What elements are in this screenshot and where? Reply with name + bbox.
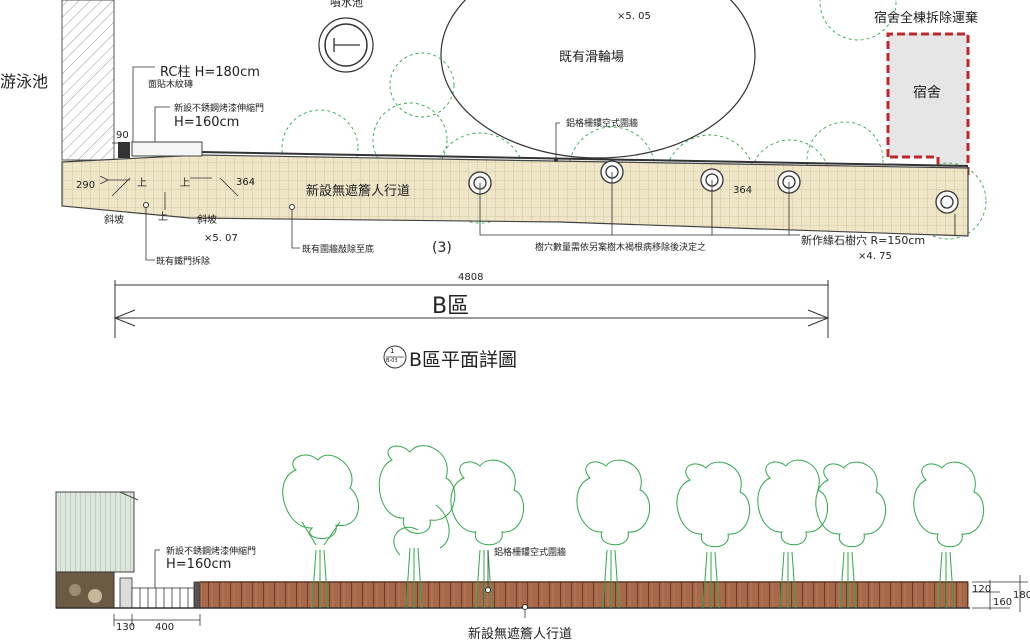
dim-400: 400 (155, 622, 175, 633)
new-pit-label: 新作緣石樹穴 R=150cm (801, 234, 926, 247)
elevation-building (55, 491, 139, 609)
plan-leaders (108, 66, 800, 261)
section-number: (3) (432, 240, 452, 256)
title-symbol (383, 345, 407, 369)
zone-label: B區 (432, 294, 470, 319)
x507-label: ×5. 07 (204, 233, 238, 244)
dim-290: 290 (76, 180, 96, 191)
tree-note-label: 樹穴數量需依另案樹木褐根病移除後決定之 (535, 243, 707, 253)
elevation-leaders (113, 549, 1028, 626)
title-ref: B-03 (386, 358, 398, 364)
dim-160: 160 (993, 597, 1013, 608)
rc-column (118, 142, 130, 158)
dim-364a: 364 (236, 177, 256, 188)
dimension-line-4808 (113, 280, 830, 338)
walkway-paving (61, 154, 969, 237)
elevation-trees (282, 445, 984, 609)
up-label-3: 上 (158, 212, 168, 223)
plan-fence-line (199, 151, 969, 167)
elev-gate-title: 新設不銹鋼烤漆伸縮門 (166, 547, 257, 557)
remove-gate-label: 既有鐵門拆除 (156, 257, 211, 267)
fountain-symbol (318, 17, 374, 73)
title-number: 1 (390, 347, 395, 355)
dim-90: 90 (116, 130, 129, 141)
walkway-label: 新設無遮簷人行道 (306, 184, 411, 199)
up-label-1: 上 (137, 178, 147, 189)
gate-height-label: H=160cm (174, 115, 240, 130)
dim-364b: 364 (733, 185, 753, 196)
existing-wall (61, 0, 115, 161)
rc-column-label: RC柱 H=180cm (160, 65, 260, 80)
elevation-fence (199, 581, 969, 609)
dim-120: 120 (972, 584, 992, 595)
pool-label: 游泳池 (0, 72, 49, 91)
plan-gate (131, 141, 203, 157)
ramp-label-1: 斜坡 (104, 215, 124, 226)
drawing-title: B區平面詳圖 (409, 349, 518, 371)
elev-fence-label: 鋁格柵鏤空式圍牆 (494, 548, 567, 558)
dorm-demolish-label: 宿舍全棟拆除運棄 (874, 11, 979, 26)
up-label-2: 上 (180, 178, 190, 189)
dorm-label: 宿舍 (913, 85, 941, 101)
remove-wall-label: 既有圍牆敲除至底 (302, 245, 375, 255)
ramp-label-2: 斜坡 (197, 215, 217, 226)
x475-label: ×4. 75 (858, 251, 892, 262)
elev-walkway-label: 新設無遮簷人行道 (468, 627, 573, 642)
fence-label: 鋁格柵鏤空式圍牆 (566, 119, 639, 129)
gate-title-label: 新設不銹鋼烤漆伸縮門 (174, 104, 265, 114)
skating-rink-outline (440, 0, 756, 159)
dormitory-area (886, 32, 970, 177)
fountain-label: 噴水池 (330, 0, 363, 9)
rc-column-sub-label: 面貼木紋磚 (148, 80, 194, 90)
dim-4808: 4808 (458, 272, 484, 283)
elev-gate-height: H=160cm (166, 557, 232, 572)
skating-rink-label: 既有滑輪場 (559, 50, 625, 65)
x505-label: ×5. 05 (617, 11, 651, 22)
elevation-gate (119, 577, 202, 609)
dim-130: 130 (116, 622, 136, 633)
dim-180: 180 (1013, 590, 1030, 601)
